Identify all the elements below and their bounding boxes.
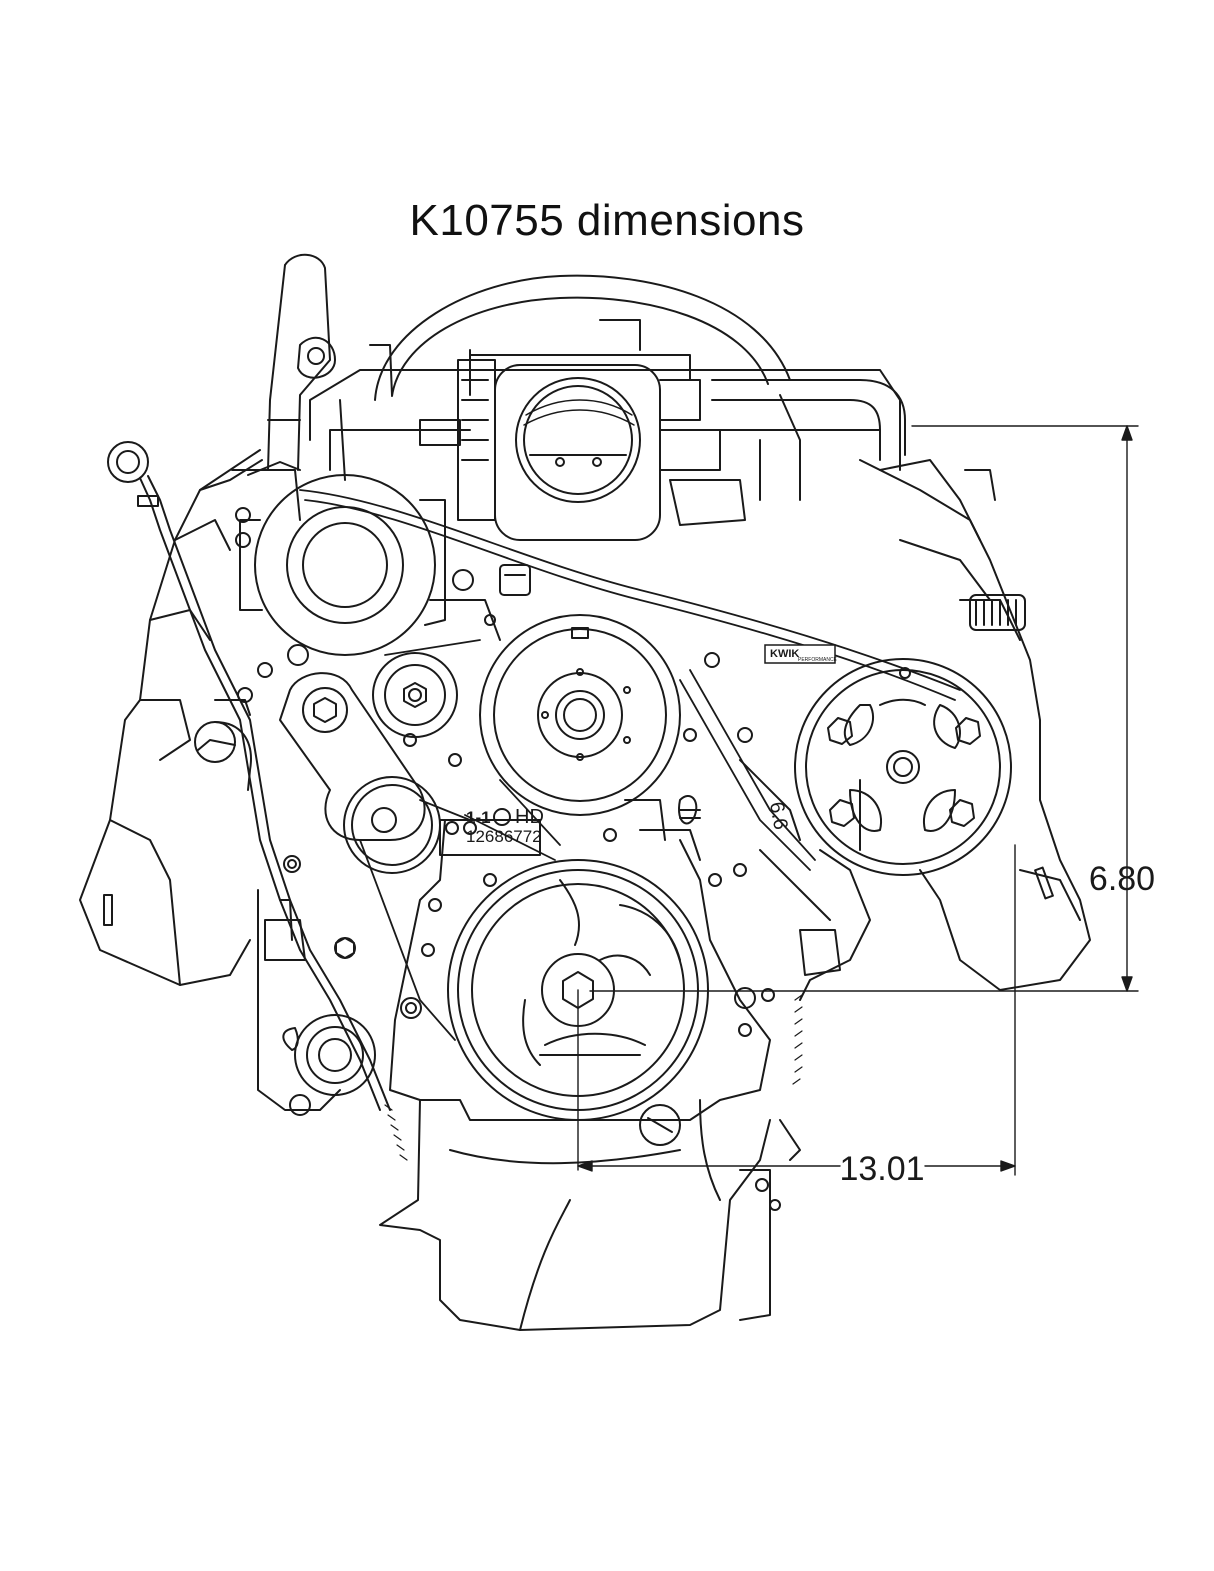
alternator: [231, 461, 446, 656]
drawing-title: K10755 dimensions: [409, 196, 805, 245]
dimension-horizontal-label: 13.01: [839, 1150, 924, 1188]
part-number: 12686772: [466, 827, 542, 846]
throttle-body: [419, 359, 746, 541]
intake-manifold: [309, 274, 901, 481]
belt-tensioner: [279, 672, 441, 874]
serpentine-belt: [299, 489, 961, 1041]
breather-tube: [267, 253, 336, 471]
brand-label: KWIK: [770, 648, 799, 660]
sensor-connector: [499, 564, 701, 825]
casting-mark: 6.6: [765, 800, 791, 831]
oil-dipstick: [107, 441, 391, 1111]
dimension-vertical-label: 6.80: [1089, 860, 1155, 898]
brand-badge: KWIK PERFORMANCE: [764, 644, 838, 664]
coolant-hose-upper: [711, 379, 906, 501]
right-lower-block: [779, 779, 871, 1161]
oil-pan: [379, 1099, 781, 1331]
thermostat-housing: [194, 699, 252, 791]
exhaust-manifold-right: [859, 459, 1091, 991]
front-cover: [237, 569, 831, 1121]
exhaust-manifold-left: [79, 449, 263, 986]
lower-left-accessory: [257, 889, 376, 1116]
casting-line1: 1-1: [466, 808, 491, 827]
power-steering-pulley: [794, 658, 1012, 876]
flywheel-teeth-left: [384, 1104, 408, 1161]
water-pump-pulley: [479, 614, 681, 816]
flywheel-teeth-right: [792, 994, 803, 1085]
casting-text: 1-1 HD 12686772 6.6: [466, 800, 791, 846]
casting-hd: HD: [515, 806, 544, 828]
idler-pulley: [372, 652, 458, 738]
ps-reservoir: [899, 539, 1026, 631]
dimension-lines: [577, 425, 1139, 1176]
brand-sub-label: PERFORMANCE: [798, 657, 838, 663]
